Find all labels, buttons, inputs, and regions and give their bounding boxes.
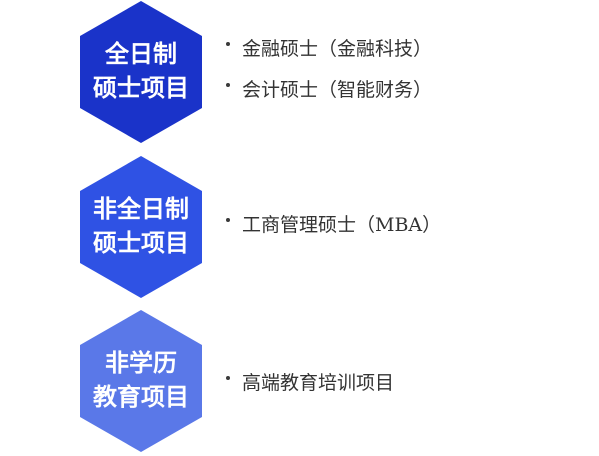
list-item-text: 工商管理硕士（MBA） xyxy=(242,214,442,236)
bullet-dot-icon xyxy=(226,218,230,222)
list-item-text: 高端教育培训项目 xyxy=(242,372,395,394)
list-item: 高端教育培训项目 xyxy=(226,372,394,394)
program-items-fulltime: 金融硕士（金融科技） 会计硕士（智能财务） xyxy=(226,38,432,101)
program-items-parttime: 工商管理硕士（MBA） xyxy=(226,214,441,236)
program-title-line2: 硕士项目 xyxy=(93,229,189,257)
program-items-nondegree: 高端教育培训项目 xyxy=(226,372,394,394)
program-hexagon-fulltime: 全日制 硕士项目 xyxy=(76,0,206,147)
bullet-dot-icon xyxy=(226,42,230,46)
program-title-line1: 全日制 xyxy=(105,40,177,68)
list-item: 金融硕士（金融科技） xyxy=(226,38,432,60)
hexagon-shape xyxy=(80,310,202,452)
list-item-text: 金融硕士（金融科技） xyxy=(242,38,433,60)
hexagon-shape xyxy=(80,1,202,143)
bullet-dot-icon xyxy=(226,376,230,380)
program-title-parttime: 非全日制 硕士项目 xyxy=(76,192,206,260)
hexagon-shape xyxy=(80,156,202,298)
list-item-text: 会计硕士（智能财务） xyxy=(242,79,433,101)
program-title-line2: 硕士项目 xyxy=(93,74,189,102)
program-title-line1: 非学历 xyxy=(105,349,177,377)
program-title-line1: 非全日制 xyxy=(93,195,189,223)
bullet-dot-icon xyxy=(226,83,230,87)
program-row-nondegree: 非学历 教育项目 高端教育培训项目 xyxy=(0,306,599,456)
program-hexagon-parttime: 非全日制 硕士项目 xyxy=(76,152,206,302)
program-title-fulltime: 全日制 硕士项目 xyxy=(76,37,206,105)
list-item: 会计硕士（智能财务） xyxy=(226,79,432,101)
program-title-line2: 教育项目 xyxy=(93,383,189,411)
list-item: 工商管理硕士（MBA） xyxy=(226,214,441,236)
program-row-parttime: 非全日制 硕士项目 工商管理硕士（MBA） xyxy=(0,152,599,302)
program-row-fulltime: 全日制 硕士项目 金融硕士（金融科技） 会计硕士（智能财务） xyxy=(0,0,599,147)
program-title-nondegree: 非学历 教育项目 xyxy=(76,346,206,414)
program-hexagon-nondegree: 非学历 教育项目 xyxy=(76,306,206,456)
